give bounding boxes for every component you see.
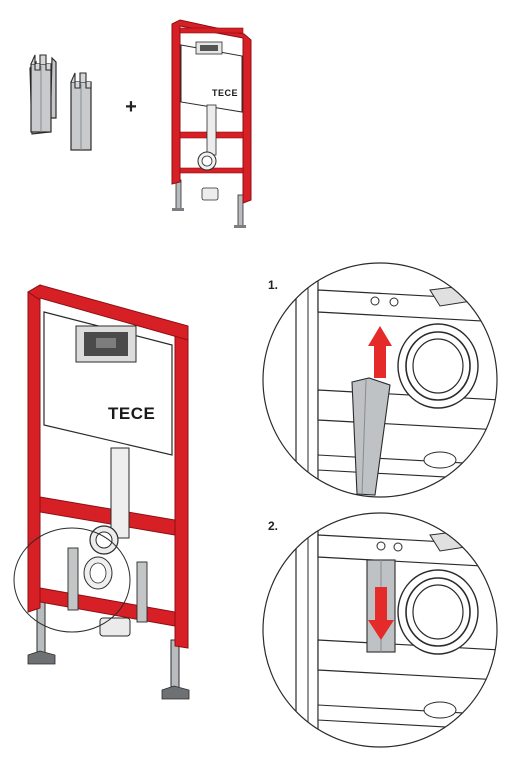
detail-step-1 — [262, 262, 498, 498]
bracket-part-1 — [29, 54, 57, 135]
bracket-part-2 — [70, 72, 92, 151]
arrow-up-icon — [368, 326, 392, 378]
step-2-label: 2. — [268, 519, 278, 533]
step-1-label: 1. — [268, 278, 278, 292]
large-frame: TECE — [27, 284, 190, 700]
brand-logo-large: TECE — [108, 404, 155, 423]
arrow-down-icon — [368, 587, 394, 640]
detail-step-2 — [262, 512, 498, 748]
brand-logo-small: TECE — [212, 88, 238, 98]
detail-callout-circle — [13, 527, 131, 633]
small-frame: TECE — [171, 19, 252, 228]
plus-sign: + — [125, 96, 137, 118]
